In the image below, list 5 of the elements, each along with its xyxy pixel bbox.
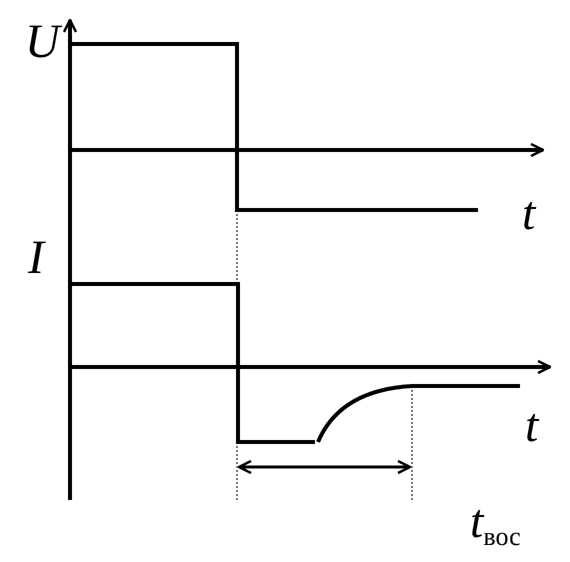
axis-label: t (525, 402, 538, 450)
axis-label: U (25, 18, 60, 66)
axis-label: I (28, 234, 44, 282)
interval-label: t$_{вос}$ (470, 498, 521, 546)
axis-label: t (522, 190, 536, 238)
